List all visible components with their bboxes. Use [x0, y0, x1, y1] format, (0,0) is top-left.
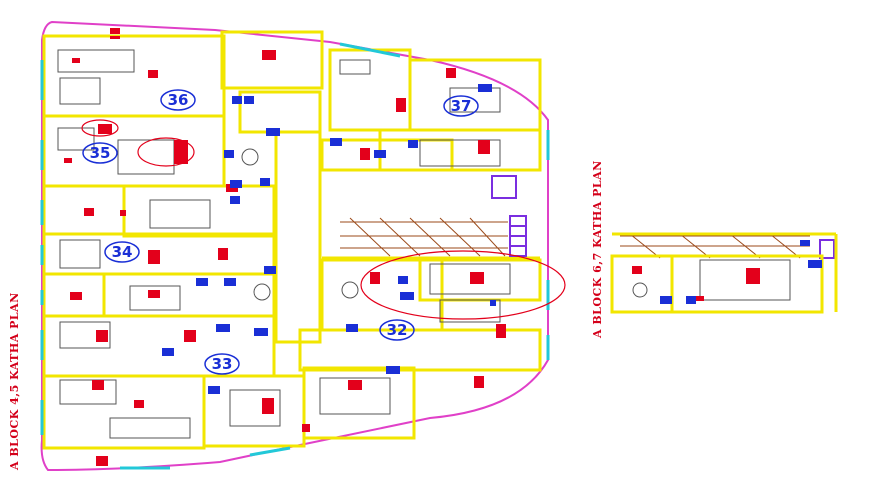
unit-marker-37: 37	[443, 95, 479, 117]
door-tags	[162, 84, 822, 394]
unit-marker-34: 34	[104, 241, 140, 263]
windows	[40, 42, 550, 470]
unit-markers: 36 35 34 33 32 37	[82, 89, 479, 375]
unit-number-36: 36	[168, 91, 189, 109]
staircase	[340, 217, 810, 259]
building-walls	[42, 30, 542, 450]
right-plan-title: A BLOCK 6,7 KATHA PLAN	[591, 160, 604, 338]
furniture	[57, 49, 791, 439]
unit-marker-36: 36	[160, 89, 196, 111]
highlight-circles	[81, 119, 566, 320]
unit-marker-32: 32	[379, 319, 415, 341]
left-plan-title: A BLOCK 4,5 KATHA PLAN	[8, 292, 21, 470]
unit-number-33: 33	[212, 355, 233, 373]
unit-number-34: 34	[112, 243, 133, 261]
unit-number-37: 37	[451, 97, 472, 115]
unit-marker-35: 35	[82, 142, 118, 164]
unit-marker-33: 33	[204, 353, 240, 375]
unit-number-35: 35	[90, 144, 111, 162]
secondary-block-walls	[610, 232, 838, 314]
site-boundary	[40, 20, 549, 472]
unit-number-32: 32	[387, 321, 408, 339]
